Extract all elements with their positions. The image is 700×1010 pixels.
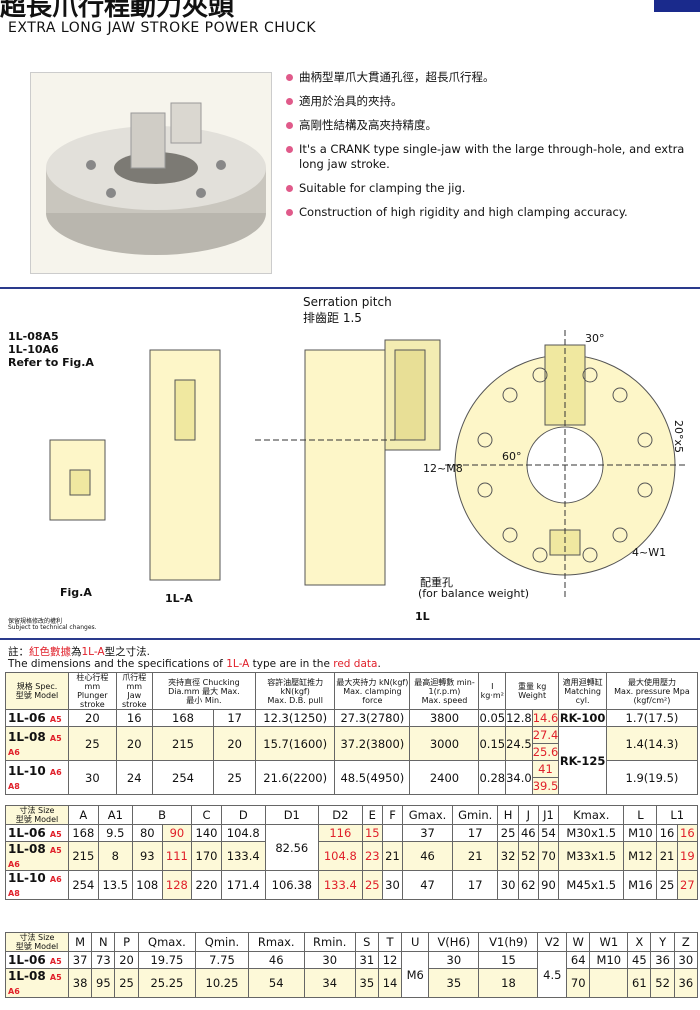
fig-a-label: Fig.A xyxy=(60,586,92,599)
feature-item: Suitable for clamping the jig. xyxy=(285,181,700,196)
holes-label: 12~M8 xyxy=(423,462,463,475)
table-note: 註：紅色數據為1L-A型之寸法. The dimensions and the … xyxy=(8,646,381,670)
page-title-en: EXTRA LONG JAW STROKE POWER CHUCK xyxy=(8,20,317,36)
note-cn-mid: 為 xyxy=(71,646,82,658)
note-cn-red1: 紅色數據 xyxy=(29,646,71,658)
spec-header: 最大夾持力 kN(kgf)Max. clamping force xyxy=(334,672,411,710)
feature-item: It's a CRANK type single-jaw with the la… xyxy=(285,142,700,172)
angle-30-label: 30° xyxy=(585,332,605,345)
note-en-mid: type are in the xyxy=(249,658,334,670)
label-1l: 1L xyxy=(415,610,430,623)
feature-item: 高剛性結構及高夾持精度。 xyxy=(285,118,700,133)
changes-cn: 保留規格修改的權利 xyxy=(8,618,63,625)
page-title-cn: 超長爪行程動力夾頭 xyxy=(0,0,235,22)
note-cn-pre: 註： xyxy=(8,646,29,658)
note-cn-red2: 1L-A xyxy=(81,646,105,658)
note-cn-post: 型之寸法. xyxy=(104,646,150,658)
changes-en: Subject to technical changes. xyxy=(8,624,97,631)
models-note: 1L-08A5 1L-10A6 Refer to Fig.A xyxy=(8,330,94,369)
feature-item: Construction of high rigidity and high c… xyxy=(285,205,700,220)
product-photo xyxy=(30,72,272,274)
spec-header: 夾持直徑 Chucking Dia.mm 最大 Max.最小 Min. xyxy=(151,672,257,710)
note-en-red2: red data xyxy=(333,658,378,670)
technical-drawing: 1L-08A5 1L-10A6 Refer to Fig.A Serration… xyxy=(0,290,700,635)
divider-bottom xyxy=(0,638,700,640)
feature-item: 適用於治具的夾持。 xyxy=(285,94,700,109)
note-en-red1: 1L-A xyxy=(226,658,250,670)
feature-item: 曲柄型單爪大貫通孔徑，超長爪行程。 xyxy=(285,70,700,85)
angle-60-label: 60° xyxy=(502,450,522,463)
spec-header: 最高迴轉數 min-1(r.p.m)Max. speed xyxy=(409,672,480,710)
label-1la: 1L-A xyxy=(165,592,193,605)
note-en-pre: The dimensions and the specifications of xyxy=(8,658,227,670)
balance-label-en: (for balance weight) xyxy=(418,587,530,600)
brand-bar xyxy=(654,0,700,12)
divider-top xyxy=(0,287,700,289)
serration-label: Serration pitch xyxy=(303,295,392,309)
w1-label: 4~W1 xyxy=(632,546,667,559)
serration-label-cn: 排齒距 1.5 xyxy=(303,311,362,325)
feature-list: 曲柄型單爪大貫通孔徑，超長爪行程。 適用於治具的夾持。 高剛性結構及高夾持精度。… xyxy=(285,70,700,229)
spec-header: 容許油壓缸推力 kN(kgf)Max. D.B. pull xyxy=(255,672,336,710)
balance-label-cn: 配重孔 xyxy=(420,576,453,589)
spec-corner: 規格 Spec.型號 Model xyxy=(5,672,69,710)
angle-20-label: 20°x5 xyxy=(672,420,685,454)
note-en-post: . xyxy=(377,658,381,670)
